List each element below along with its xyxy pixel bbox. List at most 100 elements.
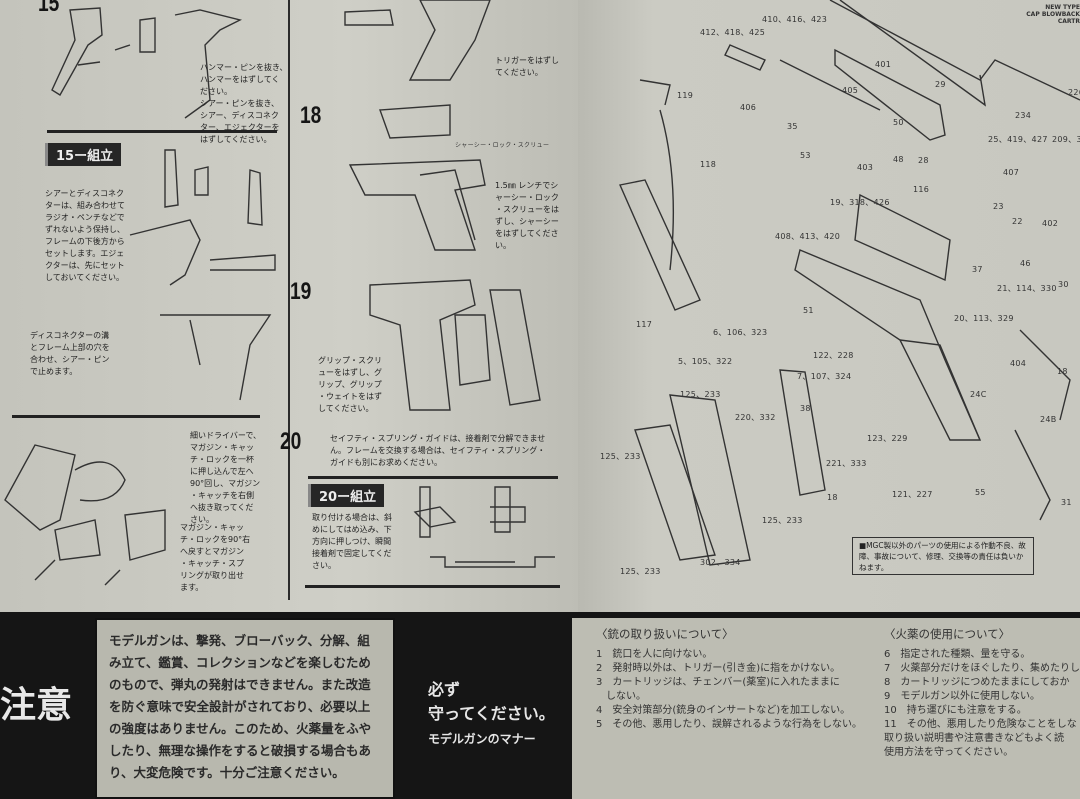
part-label: 405 [842, 86, 859, 95]
part-label: 50 [893, 118, 904, 127]
part-label: 29 [935, 80, 946, 89]
divider [12, 415, 260, 418]
part-label: 6、106、323 [713, 328, 768, 337]
step-20-number: 20 [280, 428, 302, 455]
model-header: NEW TYPE CAP BLOWBACK CARTR [1010, 4, 1080, 25]
must-line-2: 守ってください。 [428, 704, 555, 723]
chassis-removal-drawing [348, 104, 486, 251]
sear-assembly-drawing [129, 149, 276, 401]
exploded-parts-diagram [619, 0, 1080, 566]
part-label: 407 [1003, 168, 1020, 177]
part-label: 406 [740, 103, 757, 112]
part-label: 125、233 [620, 567, 661, 576]
chassis-screw-label: シャーシー・ロック・スクリュー [455, 142, 550, 149]
part-label: 118 [700, 160, 717, 169]
part-label: 55 [975, 488, 986, 497]
step-19-text: グリップ・スクリ ューをはずし、グ リップ、グリップ ・ウェイトをはず してくだ… [318, 356, 382, 413]
part-label: 18 [827, 493, 838, 502]
part-label: 5、105、322 [678, 357, 733, 366]
part-label: 125、233 [680, 390, 721, 399]
header-line-2: CAP BLOWBACK CARTR [1026, 11, 1080, 25]
part-label: 37 [972, 265, 983, 274]
part-label: 23 [993, 202, 1004, 211]
hammer-disassembly-drawing [51, 7, 243, 119]
step-16-text-1: 細いドライバーで、 マガジン・キャッ チ・ロックを一杯 に押し込んで左へ 90°… [190, 431, 262, 524]
part-label: 121、227 [892, 490, 933, 499]
part-label: 117 [636, 320, 653, 329]
right-page [578, 0, 1080, 620]
part-label: 51 [803, 306, 814, 315]
parts-disclaimer-note: ■MGC製以外のパーツの使用による作動不良、故障、事故について、修理、交換等の責… [852, 537, 1034, 575]
part-label: 404 [1010, 359, 1027, 368]
part-label: 116 [913, 185, 930, 194]
part-label: 24B [1040, 415, 1057, 424]
caution-text: モデルガンは、撃発、ブローバック、分解、組み立て、鑑賞、コレクションなどを楽しむ… [109, 633, 372, 780]
rules-box: 〈銃の取り扱いについて〉 1 銃口を人に向けない。2 発射時以外は、トリガー(引… [572, 618, 1080, 799]
step-15-text: ハンマー・ピンを抜き、 ハンマーをはずしてく ださい。 シアー・ピンを抜き、 シ… [200, 63, 288, 144]
part-label: 234 [1015, 111, 1032, 120]
rule-item: 使用方法を守ってください。 [884, 747, 1014, 758]
part-label: 119 [677, 91, 694, 100]
part-label: 125、233 [762, 516, 803, 525]
rule-item: 取り扱い説明書や注意書きなどもよく読 [884, 733, 1064, 744]
rule-item: 11 その他、悪用したり危険なことをしな [884, 719, 1077, 730]
part-label: 123、229 [867, 434, 908, 443]
header-line-1: NEW TYPE [1045, 4, 1080, 11]
trigger-removal-drawing [344, 0, 491, 81]
divider [47, 130, 277, 133]
rule-item: 10 持ち運びにも注意をする。 [884, 705, 1027, 716]
part-label: 18 [1057, 367, 1068, 376]
caution-title: 注意 [0, 685, 73, 726]
step-18-number: 18 [300, 102, 322, 129]
part-label: 122、228 [813, 351, 854, 360]
part-label: 7、107、324 [797, 372, 852, 381]
step-18-text: 1.5㎜ レンチでシ ャーシー・ロック ・スクリューをは ずし、シャーシー をは… [495, 181, 559, 250]
spring-guide-drawing [413, 486, 555, 568]
manners-heading: 必ず 守ってください。 モデルガンのマナー [428, 676, 555, 747]
rule-item: 5 その他、悪用したり、誤解されるような行為をしない。 [596, 719, 862, 730]
part-label: 403 [857, 163, 874, 172]
part-label: 19、318、426 [830, 198, 890, 207]
powder-title: 〈火薬の使用について〉 [884, 627, 1011, 641]
part-label: 38 [800, 404, 811, 413]
part-label: 402 [1042, 219, 1059, 228]
step-15-assembly-text-2: ディスコネクターの溝 とフレーム上部の穴を 合わせ、シアー・ピン で止めます。 [30, 331, 110, 376]
rule-item: 6 指定された種類、量を守る。 [884, 649, 1031, 660]
part-label: 25、419、427 [988, 135, 1048, 144]
step-20-assembly-badge: 20ー組立 [308, 484, 385, 507]
rule-item: 2 発射時以外は、トリガー(引き金)に指をかけない。 [596, 663, 841, 674]
caution-box: モデルガンは、撃発、ブローバック、分解、組み立て、鑑賞、コレクションなどを楽しむ… [95, 618, 395, 799]
rule-item: しない。 [596, 691, 646, 702]
part-label: 30 [1058, 280, 1069, 289]
part-label: 53 [800, 151, 811, 160]
step-15-assembly-text-1: シアーとディスコネク ターは、組み合わせて ラジオ・ペンチなどで ずれないよう保… [45, 189, 125, 282]
part-label: 412、418、425 [700, 28, 766, 37]
part-label: 46 [1020, 259, 1031, 268]
step-20-assembly-text: 取り付ける場合は、斜 めにしてはめ込み、下 方向に押しつけ、瞬間 接着剤で固定し… [312, 513, 392, 570]
part-label: 20、113、329 [954, 314, 1014, 323]
part-label: 221、333 [826, 459, 867, 468]
powder-rules: 〈火薬の使用について〉 6 指定された種類、量を守る。 7 火薬部分だけをほぐした… [884, 626, 1080, 760]
part-label: 31 [1061, 498, 1072, 507]
magazine-catch-drawing [4, 444, 166, 586]
handling-rules: 〈銃の取り扱いについて〉 1 銃口を人に向けない。2 発射時以外は、トリガー(引… [596, 626, 862, 732]
step-19-number: 19 [290, 278, 312, 305]
rule-item: 7 火薬部分だけをほぐしたり、集めたりし [884, 663, 1080, 674]
rule-item: 1 銃口を人に向けない。 [596, 649, 713, 660]
part-label: 35 [787, 122, 798, 131]
part-label: 22 [1012, 217, 1023, 226]
column-divider [288, 0, 290, 600]
part-label: 28 [918, 156, 929, 165]
part-label: 48 [893, 155, 904, 164]
rule-item: 3 カートリッジは、チェンバー(薬室)に入れたままに [596, 677, 840, 688]
divider [308, 476, 558, 479]
step-17-text: トリガーをはずし てください。 [495, 56, 559, 77]
must-line-3: モデルガンのマナー [428, 732, 536, 746]
part-label: 302、334 [700, 558, 741, 567]
part-label: 226 [1068, 88, 1080, 97]
rule-item: 9 モデルガン以外に使用しない。 [884, 691, 1041, 702]
step-16-text-2: マガジン・キャッ チ・ロックを90°右 へ戻すとマガジン ・キャッチ・スプ リン… [180, 523, 251, 592]
step-15-assembly-badge: 15ー組立 [45, 143, 122, 166]
part-label: 125、233 [600, 452, 641, 461]
part-label: 410、416、423 [762, 15, 828, 24]
